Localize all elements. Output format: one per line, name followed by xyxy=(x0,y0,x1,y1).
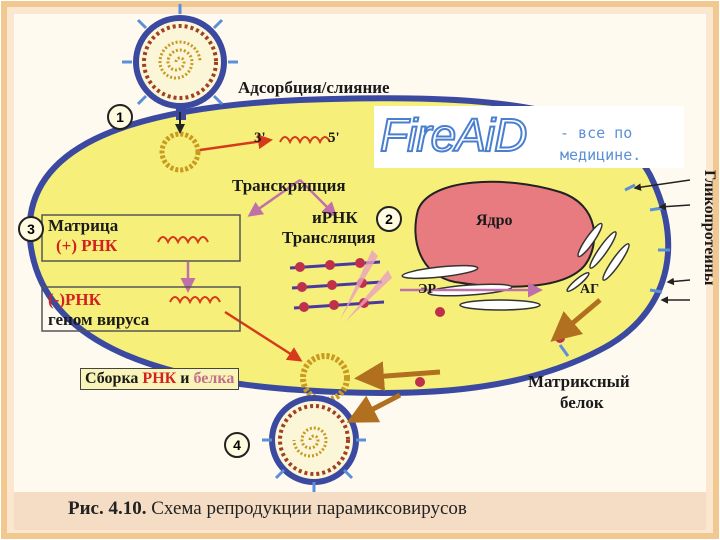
rna-coils xyxy=(157,136,331,305)
flow-arrows xyxy=(180,134,691,423)
watermark-line2: медицине. xyxy=(560,146,642,164)
matrix-box xyxy=(41,214,241,262)
caption-prefix: Рис. 4.10. xyxy=(68,498,147,519)
label-matrix: Матрица xyxy=(48,216,119,235)
label-genome: геном вируса xyxy=(48,310,150,329)
label-transcription: Транскрипция xyxy=(232,176,346,195)
label-ag: АГ xyxy=(580,282,600,297)
step-badge-1: 1 xyxy=(107,104,133,130)
er-golgi xyxy=(401,222,630,311)
step-badge-2: 2 xyxy=(376,206,402,232)
label-mrna: иРНК xyxy=(312,208,358,227)
label-assembly: Сборка РНК и белка xyxy=(80,368,240,390)
genome-box xyxy=(41,286,241,332)
watermark-line1: - все по xyxy=(560,124,633,142)
figure-caption: Рис. 4.10. Схема репродукции парамиксови… xyxy=(68,498,467,520)
label-matrix-protein-2: белок xyxy=(560,393,604,412)
label-assembly-prefix: Сборка xyxy=(85,370,139,387)
fireaid-watermark: FireAiD - все по медицине. xyxy=(374,106,684,168)
label-adsorption: Адсорбция/слияние xyxy=(238,78,390,97)
step-badge-4: 4 xyxy=(224,432,250,458)
label-glycoproteins: Гликопротеины xyxy=(701,170,718,286)
nucleocapsid-entering xyxy=(159,106,201,173)
ribosome-strands xyxy=(289,250,565,387)
label-er: ЭР xyxy=(418,282,437,297)
caption-band xyxy=(14,492,706,530)
fireaid-logo: FireAiD xyxy=(379,108,528,162)
caption-text: Схема репродукции парамиксовирусов xyxy=(151,498,467,519)
assembly-complex xyxy=(300,353,350,403)
label-3prime: 3' xyxy=(254,130,266,146)
label-assembly-and: и xyxy=(180,370,190,387)
label-plus-rna: (+) РНК xyxy=(56,236,118,255)
label-translation: Трансляция xyxy=(282,228,376,247)
label-nucleus: Ядро xyxy=(476,212,513,229)
label-matrix-protein: Матриксный xyxy=(528,372,630,391)
label-assembly-rna: РНК xyxy=(142,370,177,387)
label-5prime: 5' xyxy=(328,130,340,146)
label-assembly-protein: белка xyxy=(193,370,235,387)
step-badge-3: 3 xyxy=(18,216,44,242)
virion-top xyxy=(122,4,238,109)
virion-budding xyxy=(262,395,366,492)
label-neg-rna: (-)РНК xyxy=(48,290,101,309)
